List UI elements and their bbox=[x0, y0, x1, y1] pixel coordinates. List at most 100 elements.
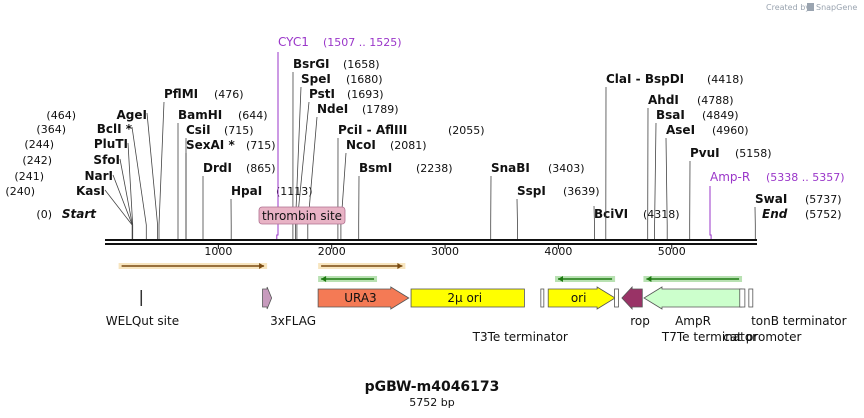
site-position: (241) bbox=[14, 170, 44, 183]
backbone-strand-bottom bbox=[105, 243, 757, 245]
site-start[interactable]: Start (0) bbox=[36, 207, 97, 221]
site-position: (244) bbox=[24, 138, 54, 151]
site-pflmi[interactable]: PflMI(476) bbox=[158, 87, 244, 239]
site-swai[interactable]: SwaI(5737) bbox=[754, 192, 842, 239]
orf-arrow[interactable] bbox=[318, 276, 378, 282]
feature-label: WELQut site bbox=[106, 314, 179, 328]
site-leader-line bbox=[340, 152, 347, 239]
orf-arrowhead bbox=[259, 263, 265, 269]
site-name: AhdI bbox=[648, 93, 679, 107]
site-bsai[interactable]: BsaI(4849) bbox=[654, 108, 739, 239]
credit-prefix: Created by bbox=[766, 3, 810, 12]
site-leader-line bbox=[516, 198, 518, 239]
feature-label: URA3 bbox=[344, 291, 376, 305]
site-drdi[interactable]: DrdI(865) bbox=[202, 161, 276, 239]
site-pcii-afliii[interactable]: PciI - AflIII(2055) bbox=[337, 123, 485, 239]
site-position: (476) bbox=[214, 88, 244, 101]
site-position: (5737) bbox=[805, 193, 842, 206]
site-bcli[interactable]: BclI * (364) bbox=[36, 122, 147, 239]
site-name: CsiI bbox=[186, 123, 211, 137]
site-position: (2238) bbox=[416, 162, 453, 175]
site-sspi[interactable]: SspI(3639) bbox=[516, 184, 600, 239]
site-position: (3639) bbox=[563, 185, 600, 198]
site-asei[interactable]: AseI(4960) bbox=[665, 123, 749, 239]
site-name: SfoI bbox=[93, 153, 120, 167]
site-clai-bspdi[interactable]: ClaI - BspDI(4418) bbox=[605, 72, 744, 239]
feature-3xflag[interactable]: 3xFLAG bbox=[262, 286, 316, 328]
site-name: Start bbox=[62, 207, 97, 221]
orf-arrow[interactable] bbox=[118, 263, 268, 269]
feature-body bbox=[748, 288, 754, 308]
site-spei[interactable]: SpeI(1680) bbox=[294, 72, 383, 239]
primer-cyc1[interactable]: CYC1(1507 .. 1525) bbox=[276, 35, 402, 239]
site-agei[interactable]: AgeI(464) bbox=[46, 108, 159, 239]
site-name: BsrGI bbox=[293, 57, 330, 71]
scale-tick-2000: 2000 bbox=[318, 245, 346, 258]
site-snabi[interactable]: SnaBI (3403) bbox=[490, 161, 585, 239]
site-bsmi[interactable]: BsmI(2238) bbox=[358, 161, 453, 239]
tick-label: 4000 bbox=[544, 245, 572, 258]
site-bcivi[interactable]: BciVI(4318) bbox=[593, 205, 680, 239]
orf-arrow[interactable] bbox=[318, 263, 406, 269]
backbone bbox=[105, 239, 757, 245]
feature-2-ori[interactable]: 2μ ori bbox=[410, 288, 525, 308]
site-bamhi[interactable]: BamHI(644) bbox=[177, 108, 268, 239]
scale-tick-1000: 1000 bbox=[204, 245, 232, 258]
feature-welqut-site[interactable]: WELQut site bbox=[106, 290, 179, 328]
site-pvui[interactable]: PvuI (5158) bbox=[689, 146, 772, 239]
primer-range: (1507 .. 1525) bbox=[323, 36, 402, 49]
site-end[interactable]: End(5752) bbox=[762, 207, 842, 221]
site-bsrgi[interactable]: BsrGI(1658) bbox=[292, 57, 380, 239]
site-name: PvuI bbox=[690, 146, 720, 160]
feature-ori[interactable]: ori bbox=[547, 286, 616, 310]
site-name: NdeI bbox=[317, 102, 348, 116]
site-position: (715) bbox=[224, 124, 254, 137]
orf-arrow[interactable] bbox=[643, 276, 743, 282]
site-position: (364) bbox=[36, 123, 66, 136]
site-nari[interactable]: NarI(241) bbox=[14, 169, 133, 239]
site-psti[interactable]: PstI(1693) bbox=[296, 87, 384, 239]
feature-cat-promoter[interactable]: cat promoter bbox=[723, 288, 801, 344]
scale-tick-3000: 3000 bbox=[431, 245, 459, 258]
site-name: SexAI * bbox=[186, 138, 235, 152]
site-leader-line bbox=[131, 126, 147, 239]
thrombin-site[interactable]: thrombin site bbox=[258, 206, 346, 225]
site-ncoi[interactable]: NcoI(2081) bbox=[340, 138, 427, 239]
site-position: (4788) bbox=[697, 94, 734, 107]
site-leader-line bbox=[127, 142, 134, 239]
site-name: SnaBI bbox=[491, 161, 530, 175]
site-position: (2081) bbox=[390, 139, 427, 152]
site-position: (3403) bbox=[548, 162, 585, 175]
feature-t7te-terminator[interactable]: T7Te terminator bbox=[614, 288, 758, 344]
site-leader-line bbox=[158, 101, 165, 239]
feature-rop[interactable]: rop bbox=[621, 285, 650, 328]
orf-arrow[interactable] bbox=[555, 276, 616, 282]
feature-body bbox=[643, 286, 743, 310]
site-position: (865) bbox=[246, 162, 276, 175]
feature-ampr[interactable]: AmpR bbox=[643, 286, 743, 328]
site-position: (0) bbox=[36, 208, 52, 221]
site-position: (5752) bbox=[805, 208, 842, 221]
site-position: (715) bbox=[246, 139, 276, 152]
site-position: (5158) bbox=[735, 147, 772, 160]
feature-t3te-terminator[interactable]: T3Te terminator bbox=[472, 288, 568, 344]
primer-leader-line bbox=[276, 52, 279, 239]
primer-amp-r[interactable]: Amp-R(5338 .. 5357) bbox=[709, 170, 845, 239]
site-ndei[interactable]: NdeI(1789) bbox=[307, 102, 399, 239]
scale-tick-4000: 4000 bbox=[544, 245, 572, 258]
feature-ura3[interactable]: URA3 bbox=[317, 286, 410, 310]
site-hpai[interactable]: HpaI(1113) bbox=[230, 184, 313, 239]
site-sexai[interactable]: SexAI * (715) bbox=[185, 138, 276, 239]
site-pluti[interactable]: PluTI(244) bbox=[24, 137, 134, 239]
feature-label: AmpR bbox=[675, 314, 711, 328]
site-ahdi[interactable]: AhdI (4788) bbox=[647, 93, 734, 239]
site-position: (1680) bbox=[346, 73, 383, 86]
site-name: BclI * bbox=[97, 122, 133, 136]
feature-tonb-terminator[interactable]: tonB terminator bbox=[748, 288, 847, 328]
site-leader-line bbox=[146, 112, 159, 239]
site-position: (4849) bbox=[702, 109, 739, 122]
primer-leader-line bbox=[709, 186, 712, 239]
feature-body bbox=[614, 288, 619, 308]
